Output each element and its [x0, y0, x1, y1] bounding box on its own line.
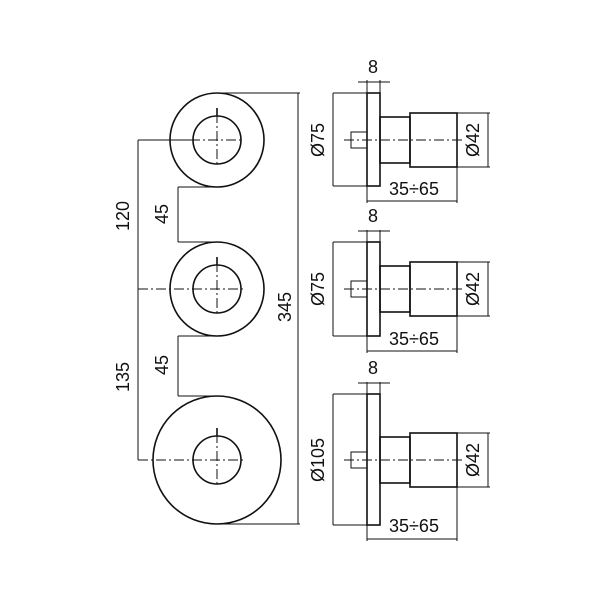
side-middle-depth-label: 35÷65 — [389, 329, 439, 349]
label-total-height: 345 — [275, 292, 295, 322]
side-view-bottom: 8 Ø105 Ø42 35÷65 — [308, 358, 490, 541]
side-bottom-plate-diameter: Ø105 — [308, 438, 328, 482]
side-view-top: 8 Ø75 Ø42 35÷65 — [308, 57, 490, 203]
side-bottom-thickness-label: 8 — [368, 358, 378, 378]
side-top-plate-diameter: Ø75 — [308, 123, 328, 157]
side-middle-knob-diameter: Ø42 — [463, 272, 483, 306]
side-bottom-depth-label: 35÷65 — [389, 516, 439, 536]
side-middle-thickness-label: 8 — [368, 206, 378, 226]
label-lower-gap: 45 — [152, 355, 172, 375]
front-view: 120 135 45 45 345 — [113, 92, 300, 525]
label-lower-spacing: 135 — [113, 362, 133, 392]
side-bottom-knob-diameter: Ø42 — [463, 443, 483, 477]
label-upper-gap: 45 — [152, 204, 172, 224]
side-middle-plate-diameter: Ø75 — [308, 272, 328, 306]
label-upper-spacing: 120 — [113, 201, 133, 231]
side-top-knob-diameter: Ø42 — [463, 123, 483, 157]
side-view-middle: 8 Ø75 Ø42 35÷65 — [308, 206, 490, 353]
side-top-thickness-label: 8 — [368, 57, 378, 77]
side-top-depth-label: 35÷65 — [389, 179, 439, 199]
